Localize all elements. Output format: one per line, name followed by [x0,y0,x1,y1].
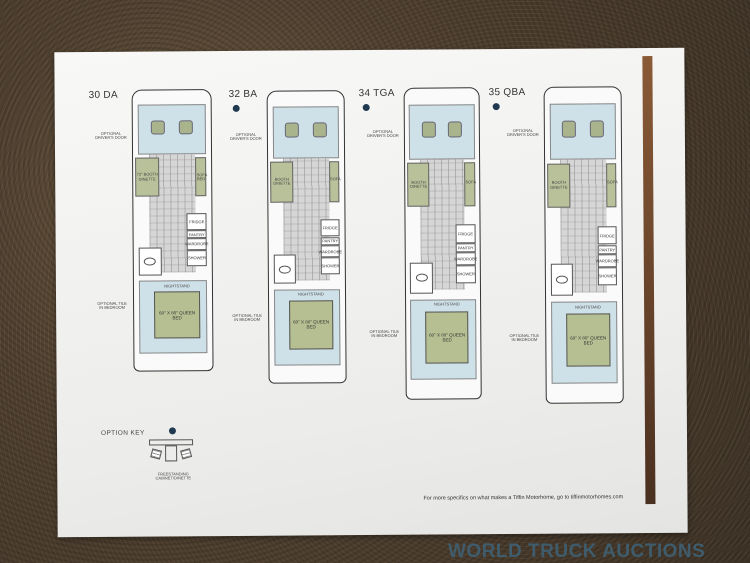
sofa-label: SOFA [607,179,618,185]
passenger-seat [178,119,194,135]
option-dot [232,104,240,112]
fridge: FRIDGE [597,225,618,245]
watermark: WORLD TRUCK AUCTIONS [448,541,706,562]
cockpit [272,105,340,159]
sofa: SOFA BED [195,157,208,197]
driver-seat [421,121,436,138]
fridge: FRIDGE [186,213,207,231]
driver-seat [150,119,166,135]
sofa: SOFA [464,162,477,207]
dinette-label: 72" BOOTH DINETTE [136,171,158,182]
toilet-icon [415,273,428,282]
model-name: 34 TGA [358,87,395,100]
wardrobe: WARDROBE [454,252,477,266]
bathroom [273,254,297,284]
brochure-page: 30 DA 72" BOOTH DINETTE SOFA BED FRIDGE … [54,47,688,538]
nightstand-label: NIGHTSTAND [433,301,460,307]
queen-bed: 60" X 80" QUEEN BED [425,311,469,364]
option-key-dot [168,427,176,435]
sofa-label: SOFA [330,176,341,182]
pantry: PANTRY [597,244,618,255]
pantry: PANTRY [320,236,341,246]
sofa-label: SOFA BED [196,172,208,182]
option-key-label: FREESTANDING CABINET/DINETTE [155,471,192,481]
model-name: 30 DA [88,89,118,101]
option-dot [492,103,500,111]
pantry: PANTRY [455,243,476,253]
bathroom [410,262,433,294]
bathroom [550,263,574,296]
cockpit [549,103,617,161]
nightstand-label: NIGHTSTAND [575,304,601,310]
driver-door-label: OPTIONAL DRIVER'S DOOR [367,128,399,139]
shower: SHOWER [597,266,618,286]
tile-option-label: OPTIONAL TILE IN BEDROOM [97,300,127,311]
option-key-title: OPTION KEY [100,429,145,437]
driver-door-label: OPTIONAL DRIVER'S DOOR [507,127,539,138]
tile-option-label: OPTIONAL TILE IN BEDROOM [369,328,400,339]
dinette: 72" BOOTH DINETTE [135,157,160,198]
passenger-seat [312,121,327,138]
wardrobe: WARDROBE [185,238,209,250]
dinette: BOOTH DINETTE [407,162,430,207]
dinette: BOOTH DINETTE [547,163,571,208]
driver-seat [562,120,577,138]
sofa: SOFA [605,162,618,208]
driver-seat [285,122,300,138]
tile-option-label: OPTIONAL TILE IN BEDROOM [509,332,540,343]
nightstand-label: NIGHTSTAND [164,282,190,288]
shower: SHOWER [320,257,341,275]
brown-stripe [642,56,656,505]
floorplan-30-da: 72" BOOTH DINETTE SOFA BED FRIDGE PANTRY… [131,89,214,372]
bedroom: NIGHTSTAND 60" X 80" QUEEN BED [138,280,208,354]
bedroom: NIGHTSTAND 60" X 80" QUEEN BED [410,299,477,381]
option-dot [362,104,370,112]
pantry: PANTRY [186,230,207,239]
toilet-icon [555,275,568,284]
driver-door-label: OPTIONAL DRIVER'S DOOR [95,130,127,141]
floorplan-32-ba: BOOTH DINETTE SOFA FRIDGE PANTRY WARDROB… [266,90,347,384]
footer-text: For more specifics on what makes a Tiffi… [423,494,624,502]
nightstand-label: NIGHTSTAND [298,291,324,297]
dinette-label: BOOTH DINETTE [273,176,291,186]
queen-bed: 60" X 80" QUEEN BED [154,291,200,339]
queen-bed: 60" X 80" QUEEN BED [288,300,334,350]
passenger-seat [589,120,604,138]
cockpit [137,104,207,156]
driver-door-label: OPTIONAL DRIVER'S DOOR [230,131,262,142]
model-name: 32 BA [228,88,258,100]
sofa-label: SOFA [465,179,477,185]
shower: SHOWER [186,249,208,267]
sofa: SOFA [328,161,341,202]
toilet-icon [144,257,157,266]
fridge: FRIDGE [455,224,476,244]
model-name: 35 QBA [488,86,526,99]
cockpit [409,103,475,161]
wardrobe: WARDROBE [596,254,619,267]
tile-option-label: OPTIONAL TILE IN BEDROOM [232,312,262,323]
option-key-diagram [141,439,201,469]
bedroom: NIGHTSTAND 60" X 80" QUEEN BED [550,301,619,384]
floorplan-35-qba: BOOTH DINETTE SOFA FRIDGE PANTRY WARDROB… [543,86,624,404]
fridge: FRIDGE [320,219,341,237]
shower: SHOWER [456,264,476,284]
dinette-label: BOOTH DINETTE [550,179,568,190]
queen-bed: 60" X 80" QUEEN BED [565,313,611,367]
dinette: BOOTH DINETTE [270,161,294,203]
passenger-seat [448,120,463,138]
wardrobe: WARDROBE [319,245,342,258]
toilet-icon [278,265,291,274]
floorplan-34-tga: BOOTH DINETTE SOFA FRIDGE PANTRY WARDROB… [403,87,482,400]
bedroom: NIGHTSTAND 60" X 80" QUEEN BED [273,289,341,366]
dinette-label: BOOTH DINETTE [409,179,428,189]
bathroom [138,247,162,276]
